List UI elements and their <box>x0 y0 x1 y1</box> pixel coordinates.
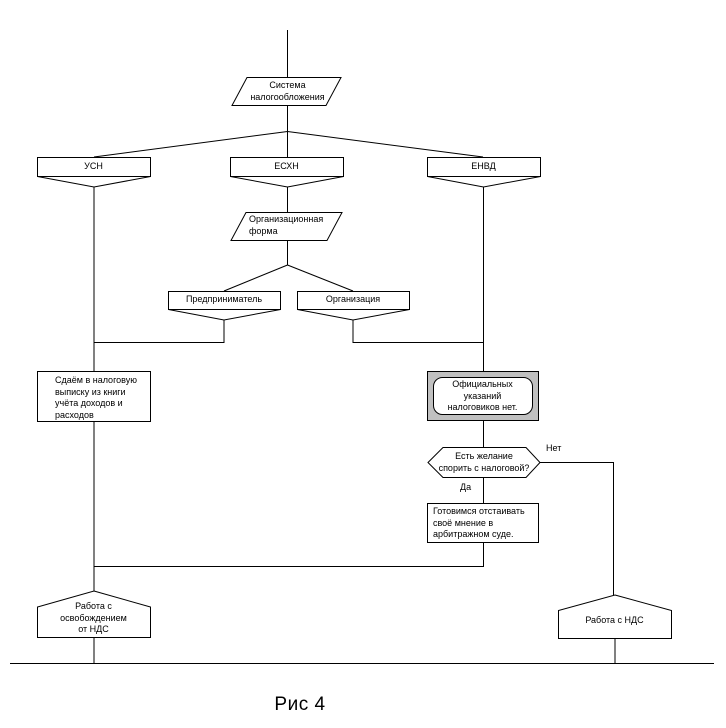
organization-merge-v <box>297 309 410 321</box>
org-form-shape <box>230 212 343 241</box>
usn-shape <box>37 157 151 177</box>
entrepreneur-shape <box>168 291 281 310</box>
edge-to-usn <box>93 131 288 158</box>
edge-to-organization <box>287 264 354 292</box>
edge-decision-no <box>540 462 614 595</box>
no-official-inner-shape <box>433 377 533 415</box>
figure-caption: Рис 4 <box>274 694 326 715</box>
submit-extract-label: Сдаём в налоговую выписку из книги учёта… <box>55 375 137 420</box>
edge-to-envd <box>287 131 484 158</box>
entrepreneur-merge-v <box>168 309 281 321</box>
work-with-vat-label: Работа с НДС <box>585 615 644 625</box>
edge-label-no: Нет <box>546 443 562 453</box>
edge-organization-to-envd-line <box>352 320 484 343</box>
tax-system-label: Система налогообложения <box>250 80 325 102</box>
no-official-label: Официальных указаний налоговиков нет. <box>447 379 518 413</box>
envd-shape <box>427 157 541 177</box>
edge-to-entrepreneur <box>223 264 288 292</box>
dispute-decision-label: Есть желание спорить с налоговой? <box>438 451 530 473</box>
edge-defend-to-left-line <box>94 542 484 567</box>
organization-shape <box>297 291 410 310</box>
work-without-vat-label: Работа с освобождением от НДС <box>60 601 127 635</box>
envd-label: ЕНВД <box>471 160 496 171</box>
eshn-merge-v <box>230 176 344 188</box>
defend-opinion-label: Готовимся отстаивать своё мнение в арбит… <box>433 506 525 540</box>
eshn-shape <box>230 157 344 177</box>
eshn-label: ЕСХН <box>274 160 299 171</box>
defend-opinion-shape <box>427 503 539 543</box>
edge-label-yes: Да <box>460 482 472 492</box>
submit-extract-shape <box>37 371 151 422</box>
organization-label: Организация <box>325 294 381 305</box>
entrepreneur-label: Предприниматель <box>185 294 263 305</box>
org-form-label: Организационная форма <box>249 214 324 236</box>
usn-label: УСН <box>84 160 103 171</box>
edge-entrepreneur-to-usn-line <box>94 320 225 343</box>
tax-system-shape <box>231 77 342 106</box>
envd-merge-v <box>427 176 541 188</box>
usn-merge-v <box>37 176 151 188</box>
